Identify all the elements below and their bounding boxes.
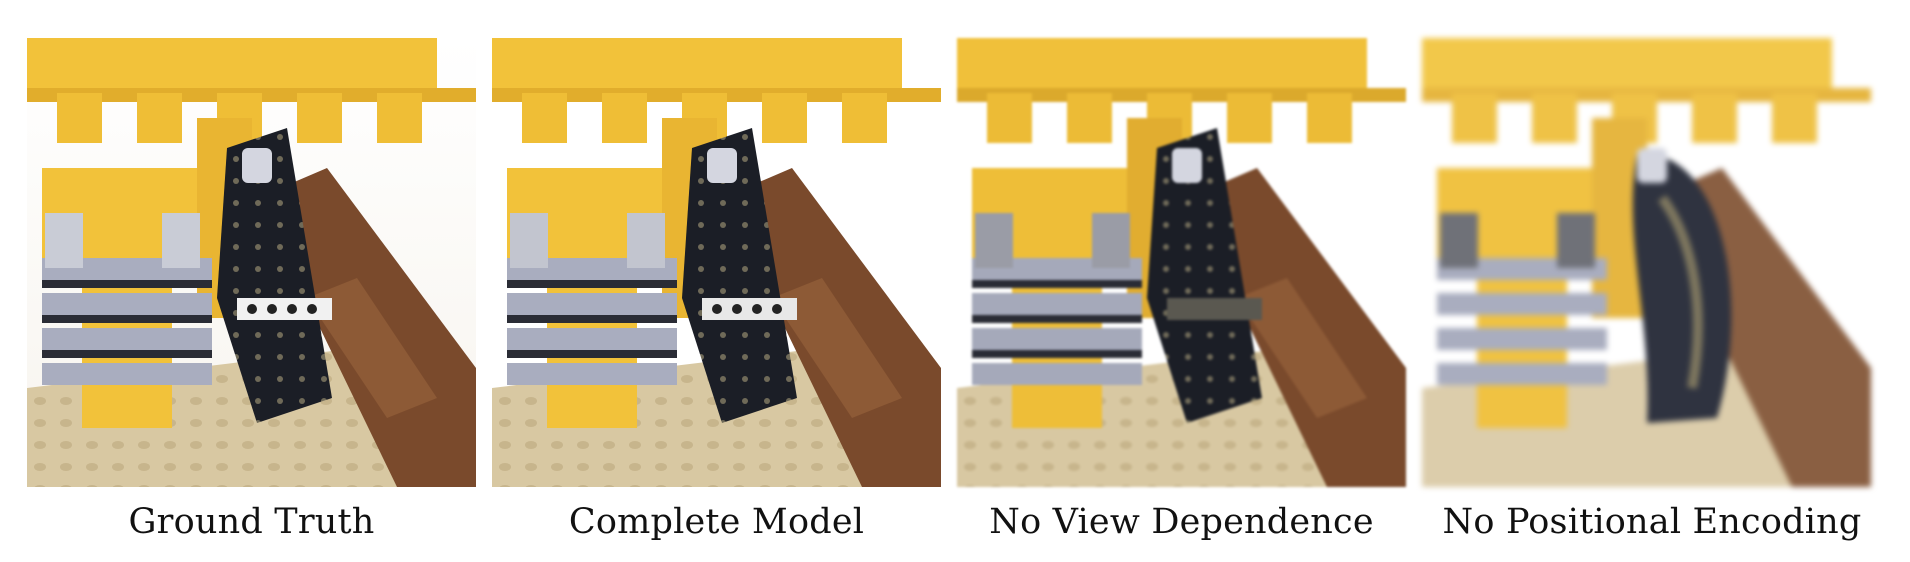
caption-no-view-dependence: No View Dependence — [989, 502, 1374, 542]
lego-bulldozer-image — [27, 38, 476, 487]
lego-bulldozer-image — [1422, 38, 1871, 487]
lego-bulldozer-image — [957, 38, 1406, 487]
image-panel-no-positional-encoding — [1422, 38, 1871, 487]
image-panel-complete-model — [492, 38, 941, 487]
caption-no-positional-encoding: No Positional Encoding — [1442, 502, 1862, 542]
image-panel-no-view-dependence — [957, 38, 1406, 487]
lego-bulldozer-image — [492, 38, 941, 487]
caption-complete-model: Complete Model — [568, 502, 865, 542]
image-panel-ground-truth — [27, 38, 476, 487]
caption-ground-truth: Ground Truth — [128, 502, 375, 542]
